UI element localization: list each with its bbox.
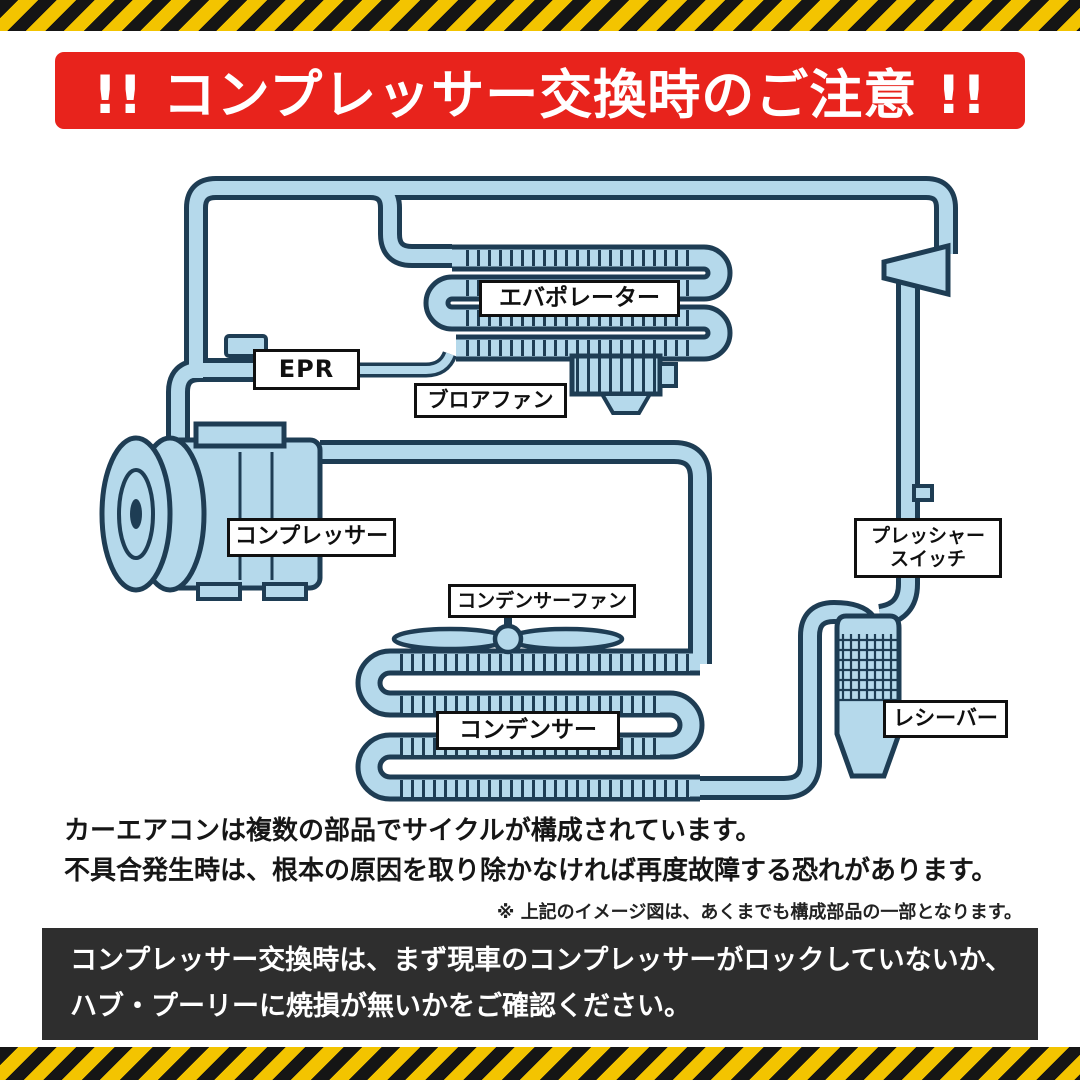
label-blower-fan: ブロアファン: [414, 383, 567, 418]
label-compressor: コンプレッサー: [227, 518, 396, 557]
disclaimer-note: ※ 上記のイメージ図は、あくまでも構成部品の一部となります。: [496, 902, 1022, 923]
label-evaporator: エバポレーター: [479, 280, 680, 317]
coil-fills: [360, 249, 728, 797]
label-condenser-fan: コンデンサーファン: [448, 584, 636, 618]
hazard-stripe-top: [0, 0, 1080, 31]
warning-box: コンプレッサー交換時は、まず現車のコンプレッサーがロックしていないか、 ハブ・プ…: [42, 928, 1038, 1040]
description-line2: 不具合発生時は、根本の原因を取り除かなければ再度故障する恐れがあります。: [64, 855, 998, 886]
service-valve-icon: [912, 484, 934, 502]
label-epr: EPR: [253, 349, 360, 390]
refrigerant-pipes-fill: [171, 181, 953, 795]
description-text: カーエアコンは複数の部品でサイクルが構成されています。 不具合発生時は、根本の原…: [64, 812, 997, 891]
label-pressure-switch: プレッシャー スイッチ: [854, 518, 1002, 578]
warning-line2: ハブ・プーリーに焼損が無いかをご確認ください。: [70, 991, 691, 1022]
label-condenser: コンデンサー: [436, 711, 620, 750]
warning-line1: コンプレッサー交換時は、まず現車のコンプレッサーがロックしていないか、: [70, 944, 1013, 976]
caution-banner: !! コンプレッサー交換時のご注意 !!: [55, 52, 1025, 129]
receiver-sight-glass: [839, 634, 897, 702]
epr-evaporator-pipe-fill: [350, 352, 454, 374]
label-receiver: レシーバー: [883, 700, 1008, 738]
condenser-fan-unit: [391, 614, 625, 655]
expansion-valve-icon: [881, 242, 951, 298]
blower-fan-unit: [569, 353, 678, 415]
hazard-stripe-bottom: [0, 1047, 1080, 1080]
caution-banner-text: !! コンプレッサー交換時のご注意 !!: [93, 64, 987, 126]
description-line1: カーエアコンは複数の部品でサイクルが構成されています。: [64, 816, 762, 846]
compressor-unit: [99, 421, 323, 601]
receiver-unit: [834, 613, 902, 779]
